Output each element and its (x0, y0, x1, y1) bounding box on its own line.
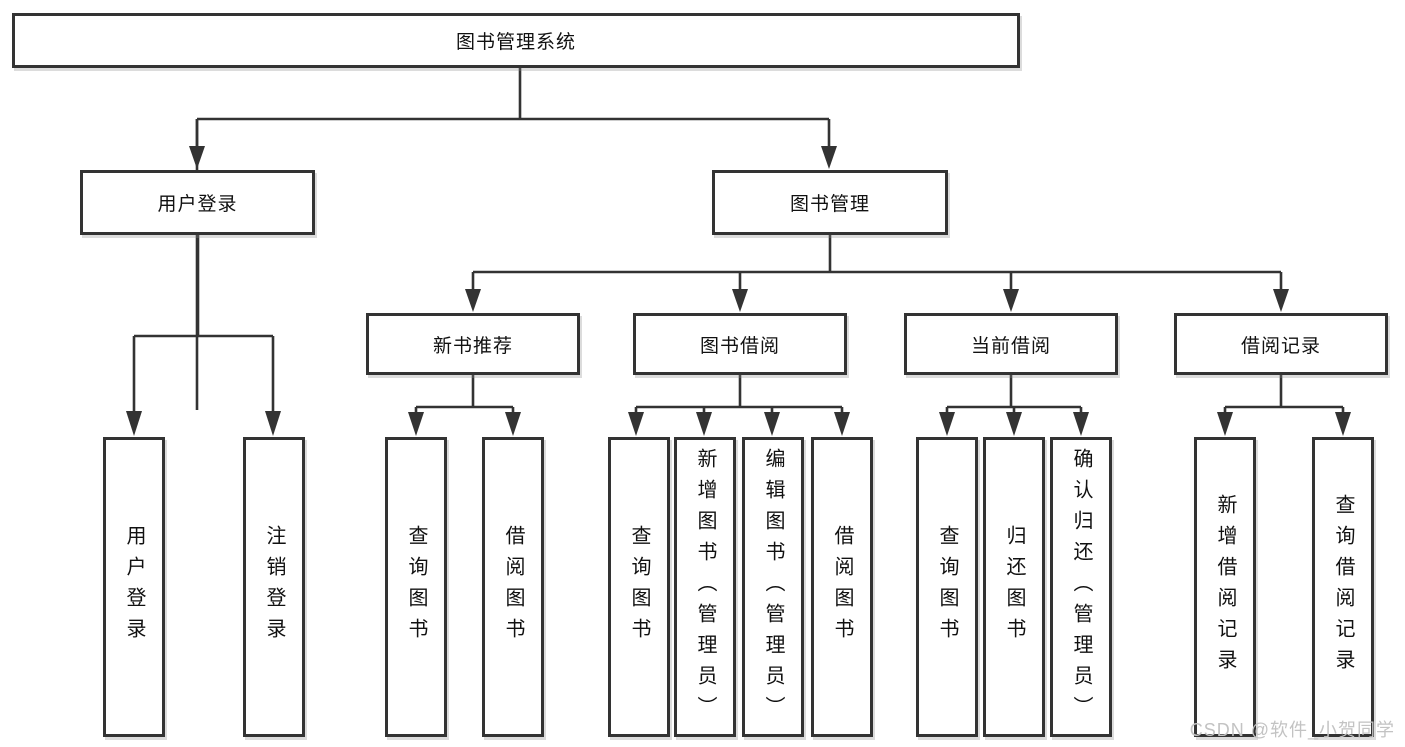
node-label: 注销登录 (263, 525, 285, 649)
node-label: 新增借阅记录 (1214, 494, 1236, 680)
node-user-login-action: 用户登录 (103, 437, 165, 737)
node-label: 查询图书 (628, 525, 650, 649)
node-book-management-branch: 图书管理 (712, 170, 948, 235)
node-library-management-system: 图书管理系统 (12, 13, 1020, 68)
node-label: 借阅图书 (831, 525, 853, 649)
node-label: 图书借阅 (699, 335, 780, 357)
node-label: 用户登录 (157, 194, 238, 215)
node-return-books: 归还图书 (983, 437, 1045, 737)
node-label: 当前借阅 (970, 335, 1051, 357)
node-borrow-books-action: 借阅图书 (811, 437, 873, 737)
node-label: 新增图书（管理员） (694, 447, 716, 727)
node-label: 图书管理 (789, 194, 870, 215)
node-label: 借阅图书 (502, 525, 524, 649)
node-query-books-borrowing: 查询图书 (608, 437, 670, 737)
node-query-books-recommend: 查询图书 (385, 437, 447, 737)
node-label: 图书管理系统 (455, 32, 576, 53)
node-label: 归还图书 (1003, 525, 1025, 649)
node-label: 借阅记录 (1240, 335, 1321, 357)
node-user-login-branch: 用户登录 (80, 170, 315, 235)
node-query-books-current: 查询图书 (916, 437, 978, 737)
node-book-borrowing: 图书借阅 (633, 313, 847, 375)
node-query-borrow-record: 查询借阅记录 (1312, 437, 1374, 737)
node-borrow-books-recommend: 借阅图书 (482, 437, 544, 737)
csdn-watermark: CSDN @软件_小贺同学 (1189, 720, 1395, 740)
node-label: 查询借阅记录 (1332, 494, 1354, 680)
node-current-borrowing: 当前借阅 (904, 313, 1118, 375)
node-label: 查询图书 (936, 525, 958, 649)
node-label: 编辑图书（管理员） (762, 447, 784, 727)
node-label: 确认归还（管理员） (1070, 447, 1092, 727)
node-label: 用户登录 (123, 525, 145, 649)
node-add-books-admin: 新增图书（管理员） (674, 437, 736, 737)
node-label: 新书推荐 (432, 335, 513, 357)
node-confirm-return-admin: 确认归还（管理员） (1050, 437, 1112, 737)
node-edit-books-admin: 编辑图书（管理员） (742, 437, 804, 737)
node-logout-action: 注销登录 (243, 437, 305, 737)
node-add-borrow-record: 新增借阅记录 (1194, 437, 1256, 737)
node-new-book-recommend: 新书推荐 (366, 313, 580, 375)
node-label: 查询图书 (405, 525, 427, 649)
node-borrowing-records: 借阅记录 (1174, 313, 1388, 375)
